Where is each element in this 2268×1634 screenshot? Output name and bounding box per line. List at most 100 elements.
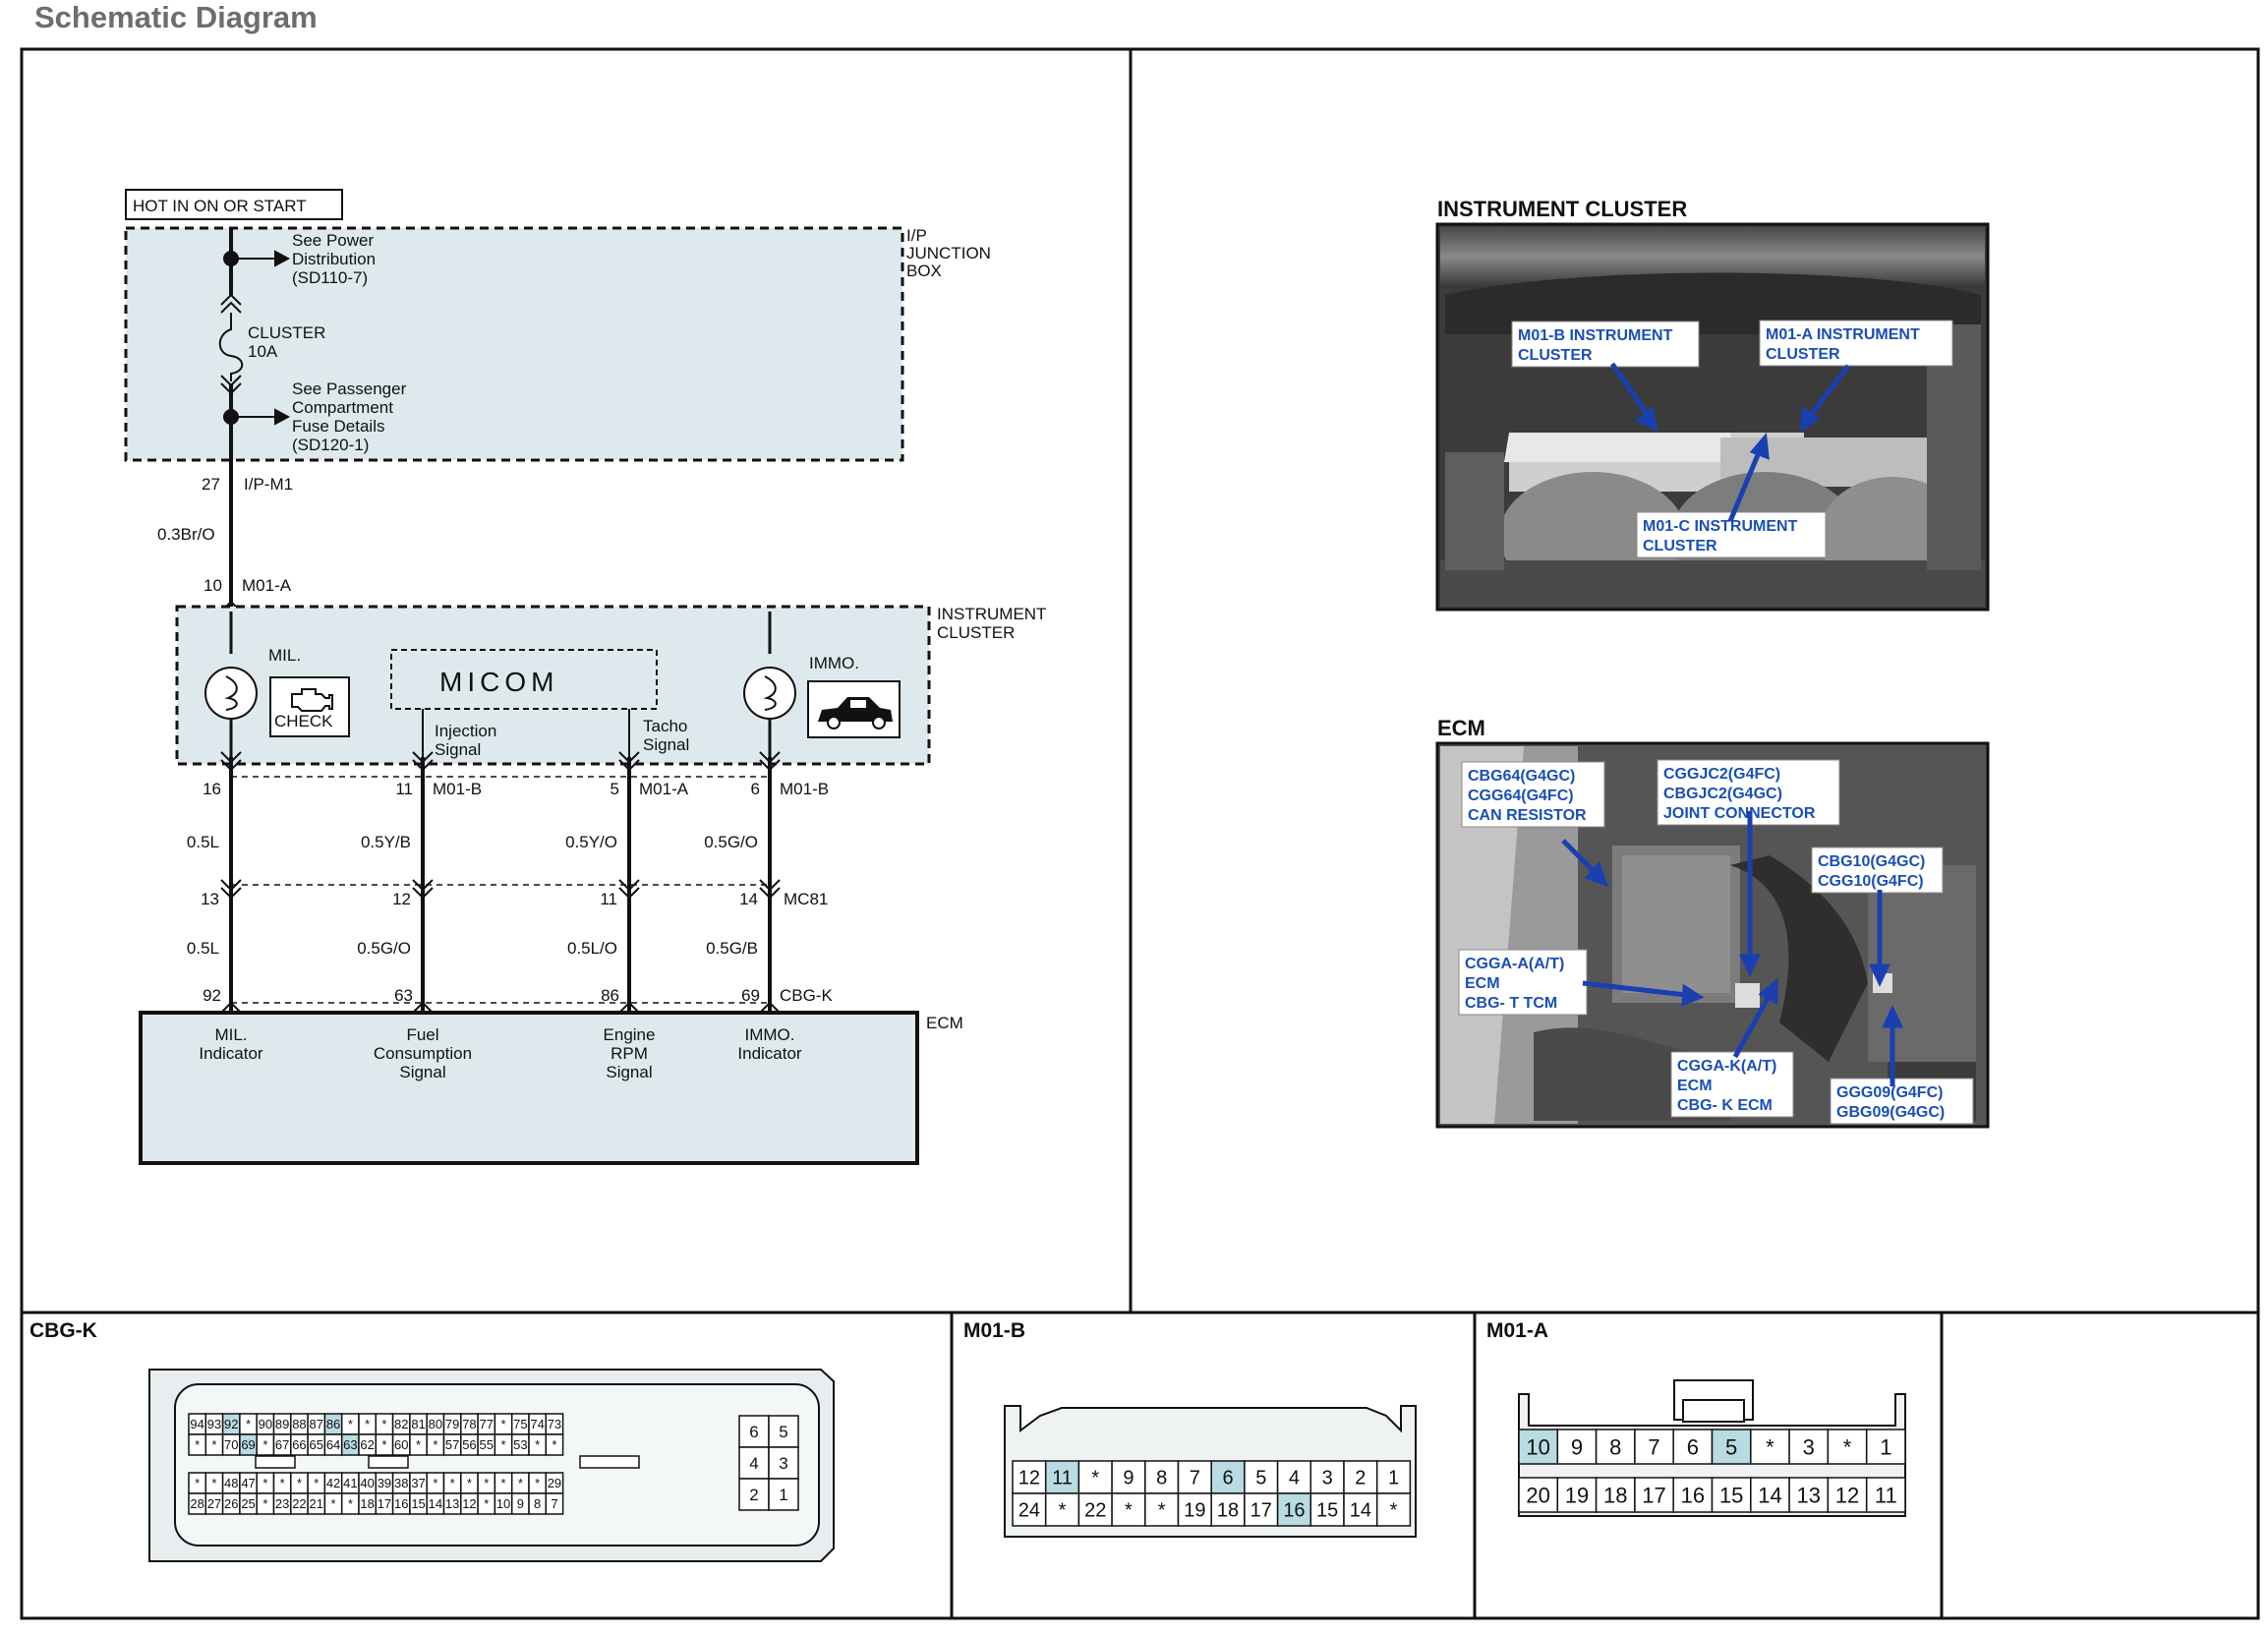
pin-number: 7 xyxy=(1190,1468,1200,1489)
cluster-photo xyxy=(1435,222,1990,612)
connector-pin xyxy=(1865,1429,1906,1465)
pin-number: 15 xyxy=(411,1496,425,1511)
pin-number: 65 xyxy=(310,1437,323,1452)
pin-number: 18 xyxy=(360,1496,374,1511)
pin-number: 10 xyxy=(1526,1434,1549,1459)
pin-number: * xyxy=(467,1476,472,1490)
pin-number: 6 xyxy=(1687,1434,1699,1459)
photo-label-text: ECM xyxy=(1465,975,1500,992)
pin-number: * xyxy=(211,1476,216,1490)
pin-number: 7 xyxy=(1648,1434,1659,1459)
ip-box-label-3: BOX xyxy=(906,262,942,280)
photo-label-text: CBG64(G4GC) xyxy=(1468,768,1575,785)
page-frame xyxy=(20,47,2260,1620)
pin-number: 60 xyxy=(394,1437,408,1452)
pin-number: * xyxy=(1843,1434,1852,1459)
ecm-entry-mark xyxy=(759,1001,781,1014)
ecm-signal-label: MIL. xyxy=(214,1025,247,1044)
connector-pin xyxy=(1750,1477,1790,1513)
connector-latch xyxy=(368,1455,409,1469)
joint-connector: MC81 xyxy=(784,890,828,908)
pin-number: * xyxy=(484,1476,489,1490)
ecm-signal-label: IMMO. xyxy=(745,1025,795,1044)
injection-label-2: Signal xyxy=(435,740,481,759)
pin-number: 9 xyxy=(1123,1468,1134,1489)
pin-number: * xyxy=(1158,1500,1166,1522)
connector-pin xyxy=(1634,1429,1674,1465)
photo-label-text: ECM xyxy=(1677,1078,1713,1094)
cluster-in-connector: M01-A xyxy=(242,576,292,595)
pin-number: * xyxy=(1059,1500,1067,1522)
connector-hook xyxy=(220,879,242,900)
pin-number: * xyxy=(450,1476,455,1490)
photo-arrows xyxy=(1561,362,1903,1086)
pin-number: * xyxy=(552,1437,556,1452)
pin-number: 28 xyxy=(190,1496,204,1511)
cbgk-connector-body xyxy=(148,1369,835,1562)
connector-hook xyxy=(220,751,242,772)
cluster-photo-title: INSTRUMENT CLUSTER xyxy=(1437,197,1687,221)
connector-hook xyxy=(618,879,640,900)
photo-label-text: CLUSTER xyxy=(1766,346,1840,363)
photo-label-text: CGG64(G4FC) xyxy=(1468,788,1574,804)
pin-number: 81 xyxy=(411,1417,425,1431)
connector-hook xyxy=(759,751,781,772)
pin-number: 5 xyxy=(779,1423,787,1441)
wire-color: 0.5L/O xyxy=(567,939,617,958)
pin-number: 5 xyxy=(1255,1468,1266,1489)
connector-pin xyxy=(1518,1429,1559,1465)
pin-number: * xyxy=(195,1476,200,1490)
pin-number: 3 xyxy=(1803,1434,1815,1459)
photo-label-text: CAN RESISTOR xyxy=(1468,807,1587,824)
pin-number: * xyxy=(1125,1500,1133,1522)
connector-pin xyxy=(1711,1429,1752,1465)
pin-number: * xyxy=(381,1417,386,1431)
passenger-ref-2: Compartment xyxy=(292,398,393,417)
pin-number: 12 xyxy=(1835,1483,1859,1507)
pin-number: * xyxy=(365,1417,370,1431)
connector-pin xyxy=(768,1415,799,1448)
ecm-signal-label: Indicator xyxy=(199,1044,263,1063)
pin-number: 38 xyxy=(394,1476,408,1490)
cluster-pin: 6 xyxy=(751,780,760,798)
pin-number: 37 xyxy=(411,1476,425,1490)
pin-number: * xyxy=(348,1496,353,1511)
m01b-title: M01-B xyxy=(963,1319,1025,1342)
connector-pin xyxy=(1375,1460,1412,1494)
pin-number: 22 xyxy=(292,1496,306,1511)
pin-number: 90 xyxy=(259,1417,272,1431)
pin-number: 16 xyxy=(1283,1500,1305,1522)
pin-number: 47 xyxy=(241,1476,255,1490)
photo-label-text: JOINT CONNECTOR xyxy=(1663,805,1816,822)
pin-number: 8 xyxy=(534,1496,541,1511)
joint-pin: 14 xyxy=(739,890,758,908)
tacho-label-2: Signal xyxy=(643,735,689,754)
connector-pin xyxy=(738,1415,770,1448)
connector-pin xyxy=(1672,1477,1714,1513)
pin-number: 48 xyxy=(224,1476,238,1490)
pin-number: 62 xyxy=(360,1437,374,1452)
cluster-pin: 16 xyxy=(203,780,221,798)
joint-pin: 12 xyxy=(392,890,411,908)
pin-number: * xyxy=(535,1437,540,1452)
pin-number: 41 xyxy=(343,1476,357,1490)
pin-number: * xyxy=(518,1476,523,1490)
passenger-ref-1: See Passenger xyxy=(292,379,407,398)
pin-number: 1 xyxy=(1388,1468,1399,1489)
connector-hook xyxy=(412,879,434,900)
passenger-ref-4: (SD120-1) xyxy=(292,436,369,454)
pin-number: 2 xyxy=(1355,1468,1366,1489)
connector-pin xyxy=(1827,1429,1868,1465)
pin-number: 89 xyxy=(275,1417,289,1431)
schematic-labels: HOT IN ON OR START I/P JUNCTION BOX See … xyxy=(133,197,1046,1032)
ecm-photo-labels: CBG64(G4GC)CGG64(G4FC)CAN RESISTORCGGJC2… xyxy=(1458,759,1974,1125)
pin-number: * xyxy=(416,1437,421,1452)
ecm-signal-label: Engine xyxy=(604,1025,656,1044)
cluster-pin-connector: M01-B xyxy=(780,780,829,798)
photo-label-text: GBG09(G4GC) xyxy=(1836,1104,1945,1121)
connector-pin xyxy=(1556,1477,1598,1513)
connector-pin xyxy=(1634,1477,1674,1513)
cluster-pin: 11 xyxy=(395,780,413,798)
photo-label-text: CGGA-A(A/T) xyxy=(1465,956,1564,972)
connector-pin xyxy=(1111,1492,1146,1527)
